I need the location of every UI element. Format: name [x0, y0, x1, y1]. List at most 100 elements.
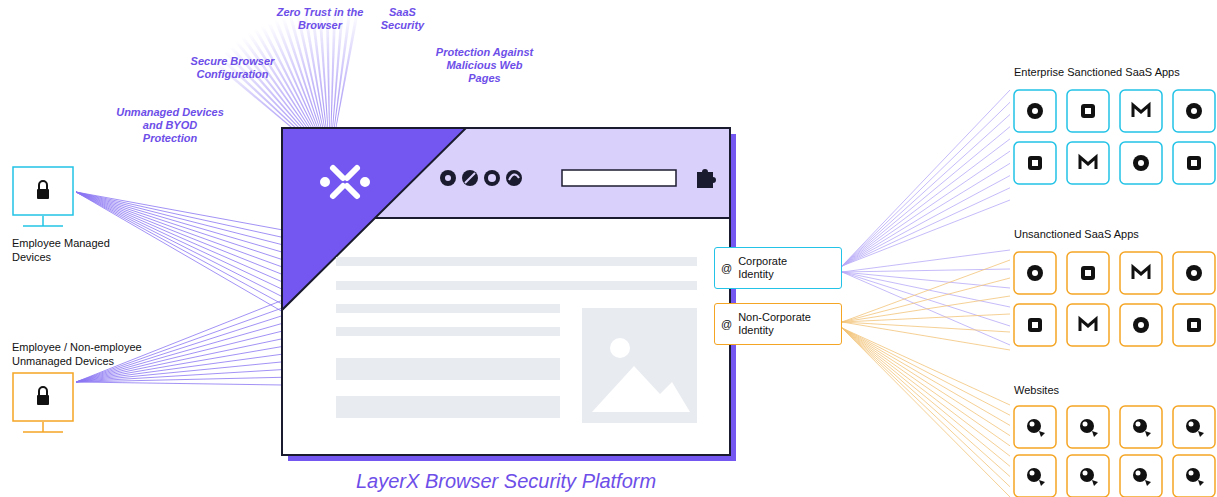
- group-heading: Enterprise Sanctioned SaaS Apps: [1014, 66, 1180, 79]
- cursor-icon: [1145, 480, 1151, 486]
- fan-line: [842, 328, 1010, 487]
- fan-line: [842, 328, 1010, 425]
- globe-icon: [1080, 468, 1094, 482]
- app-icon: [1133, 105, 1149, 117]
- cursor-icon: [1092, 431, 1098, 437]
- lock-body: [37, 189, 49, 199]
- fan-line: [842, 296, 1010, 322]
- cursor-icon: [1198, 480, 1204, 486]
- globe-icon: [1186, 468, 1200, 482]
- fan-line: [842, 272, 1010, 326]
- fan-line: [76, 370, 283, 382]
- app-icon-detail: [1032, 270, 1038, 276]
- globe-land: [1136, 422, 1141, 427]
- device-monitor: Employee / Non-employee Unmanaged Device…: [12, 372, 74, 438]
- app-tile: [1067, 252, 1109, 294]
- app-tile: [1067, 90, 1109, 132]
- identity-box: @ Corporate Identity: [714, 247, 842, 289]
- app-icon: [1080, 157, 1096, 169]
- app-icon-detail: [1138, 160, 1144, 166]
- app-icon: [1027, 103, 1043, 119]
- monitor-outline: [12, 166, 74, 232]
- app-tile: [1120, 304, 1162, 346]
- cursor-icon: [1092, 480, 1098, 486]
- globe-land: [1030, 422, 1035, 427]
- app-icon-detail: [1138, 322, 1144, 328]
- fan-line: [76, 192, 283, 312]
- fan-line: [842, 176, 1010, 266]
- fan-line: [76, 192, 283, 267]
- app-tile: [1173, 406, 1215, 448]
- device-monitor: Employee Managed Devices: [12, 166, 74, 232]
- app-tile: [1014, 304, 1056, 346]
- fan-lines: [76, 90, 1010, 497]
- group-heading: Websites: [1014, 384, 1059, 397]
- app-tile: [1173, 90, 1215, 132]
- fan-line: [842, 328, 1010, 497]
- app-tile: [1120, 406, 1162, 448]
- monitor-base: [23, 225, 63, 227]
- lock-shackle: [39, 181, 47, 189]
- identity-label: Corporate Identity: [738, 255, 818, 281]
- app-tile: [1120, 455, 1162, 497]
- app-tile: [1014, 406, 1056, 448]
- at-symbol: @: [721, 262, 732, 275]
- fan-line: [76, 382, 283, 385]
- cursor-icon: [1039, 480, 1045, 486]
- identity-box: @Non-Corporate Identity: [714, 303, 842, 345]
- app-tile: [1067, 455, 1109, 497]
- app-tile: [1067, 142, 1109, 184]
- globe-icon: [1186, 419, 1200, 433]
- app-icon: [1187, 318, 1201, 332]
- device-label: Employee Managed Devices: [12, 236, 142, 264]
- app-icon-detail: [1032, 108, 1038, 114]
- app-icon-detail: [1032, 322, 1038, 328]
- app-tile: [1014, 252, 1056, 294]
- fan-line: [842, 322, 1010, 332]
- fan-line: [842, 328, 1010, 477]
- monitor-stand: [42, 422, 44, 432]
- image-mountains: [592, 366, 690, 412]
- app-icon-detail: [1191, 322, 1197, 328]
- layerx-logo: [323, 168, 367, 196]
- fan-line: [842, 328, 1010, 405]
- fan-line: [842, 114, 1010, 266]
- benefit-label: SaaS Security: [375, 6, 430, 32]
- benefit-label: Zero Trust in the Browser: [275, 6, 365, 32]
- fan-line: [842, 260, 1010, 322]
- fan-line: [842, 278, 1010, 322]
- device-label: Employee / Non-employee Unmanaged Device…: [12, 340, 142, 368]
- app-icon: [1133, 267, 1149, 279]
- benefit-label: Protection Against Malicious Web Pages: [432, 46, 537, 85]
- app-icon: [1028, 318, 1042, 332]
- fan-line: [842, 200, 1010, 266]
- fan-line: [842, 163, 1010, 266]
- fan-line: [842, 328, 1010, 456]
- app-tile: [1067, 304, 1109, 346]
- fan-line: [842, 250, 1010, 272]
- globe-icon: [1027, 419, 1041, 433]
- globe-icon: [1027, 468, 1041, 482]
- app-tile: [1067, 406, 1109, 448]
- fan-line: [76, 192, 283, 275]
- fan-line: [842, 151, 1010, 266]
- app-tile: [1173, 252, 1215, 294]
- fan-line: [842, 328, 1010, 446]
- lock-body: [37, 395, 49, 405]
- fan-line: [842, 314, 1010, 322]
- app-icon-detail: [1032, 160, 1038, 166]
- caption: LayerX Browser Security Platform: [356, 470, 656, 493]
- app-tile: [1120, 142, 1162, 184]
- app-icon: [1133, 317, 1149, 333]
- fan-line: [842, 90, 1010, 266]
- app-icon: [1027, 265, 1043, 281]
- cursor-icon: [1145, 431, 1151, 437]
- globe-icon: [1133, 419, 1147, 433]
- app-tile: [1173, 304, 1215, 346]
- app-tile: [1014, 455, 1056, 497]
- app-icon: [1186, 103, 1202, 119]
- monitor-screen: [13, 373, 73, 421]
- identity-label: Non-Corporate Identity: [738, 311, 818, 337]
- app-icon: [1081, 104, 1095, 118]
- monitor-outline: [12, 372, 74, 438]
